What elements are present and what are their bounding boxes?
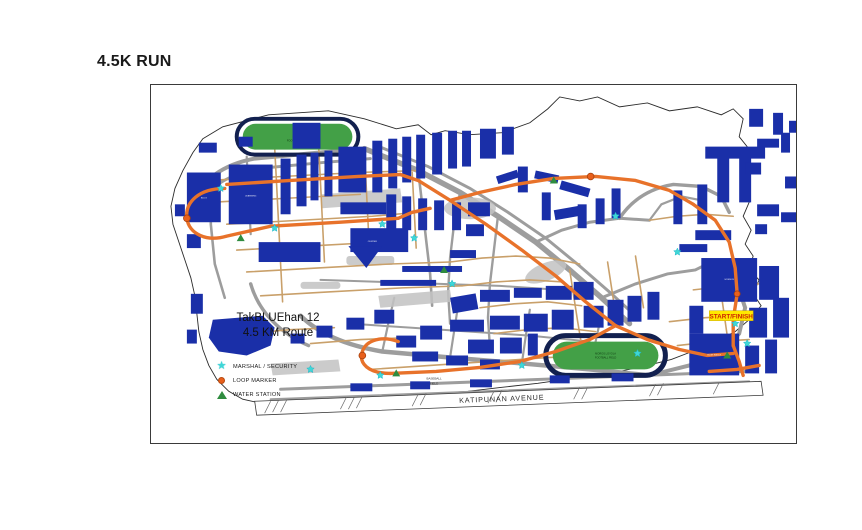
svg-text:MOROS LOYOLA: MOROS LOYOLA	[595, 351, 616, 355]
legend-label-marshal: MARSHAL / SECURITY	[233, 363, 298, 370]
katipunan-avenue-label: KATIPUNAN AVENUE	[459, 394, 545, 405]
svg-text:SCIENCE: SCIENCE	[724, 279, 734, 281]
route-title-line1: TakBLUEhan 12	[236, 312, 320, 324]
start-finish-label: START/FINISH	[710, 313, 754, 320]
loop-markers	[183, 172, 741, 360]
water-stations	[236, 176, 732, 377]
svg-text:BLUE EAGLE: BLUE EAGLE	[707, 353, 721, 356]
marshal-markers	[216, 183, 752, 379]
diamond-icon	[215, 375, 228, 386]
star-icon: ★	[216, 360, 227, 372]
map-frame: MOROS FOOTBALL FIELD MOROS LOYOLA FOOTBA…	[150, 84, 797, 444]
route-title-line2: 4.5 KM Route	[242, 327, 314, 339]
campus-boundary	[170, 96, 762, 404]
svg-text:CENTER: CENTER	[368, 241, 377, 243]
svg-text:LEARNING: LEARNING	[245, 194, 256, 197]
legend-label-loop-marker: LOOP MARKER	[233, 377, 277, 384]
triangle-icon	[215, 389, 228, 400]
katipunan-avenue: KATIPUNAN AVENUE	[254, 380, 764, 416]
legend-item-water-station: WATER STATION	[215, 389, 353, 400]
svg-text:FOOTBALL FIELD: FOOTBALL FIELD	[595, 355, 617, 359]
legend-item-loop-marker: LOOP MARKER	[215, 375, 353, 386]
baseball-field-label: BASEBALL	[427, 376, 443, 380]
map-legend: TakBLUEhan 12 4.5 KM Route ★ MARSHAL / S…	[203, 311, 353, 403]
legend-item-marshal: ★ MARSHAL / SECURITY	[215, 361, 353, 372]
legend-label-water-station: WATER STATION	[233, 391, 281, 398]
page-title: 4.5K RUN	[97, 53, 172, 70]
svg-text:FIELD: FIELD	[430, 381, 438, 385]
campus-route-map[interactable]: MOROS FOOTBALL FIELD MOROS LOYOLA FOOTBA…	[151, 85, 796, 443]
legend-items: ★ MARSHAL / SECURITY LOOP MARKER WATER S…	[215, 361, 353, 400]
start-finish-marker[interactable]: START/FINISH	[709, 310, 754, 321]
svg-text:BLDG: BLDG	[201, 197, 207, 199]
